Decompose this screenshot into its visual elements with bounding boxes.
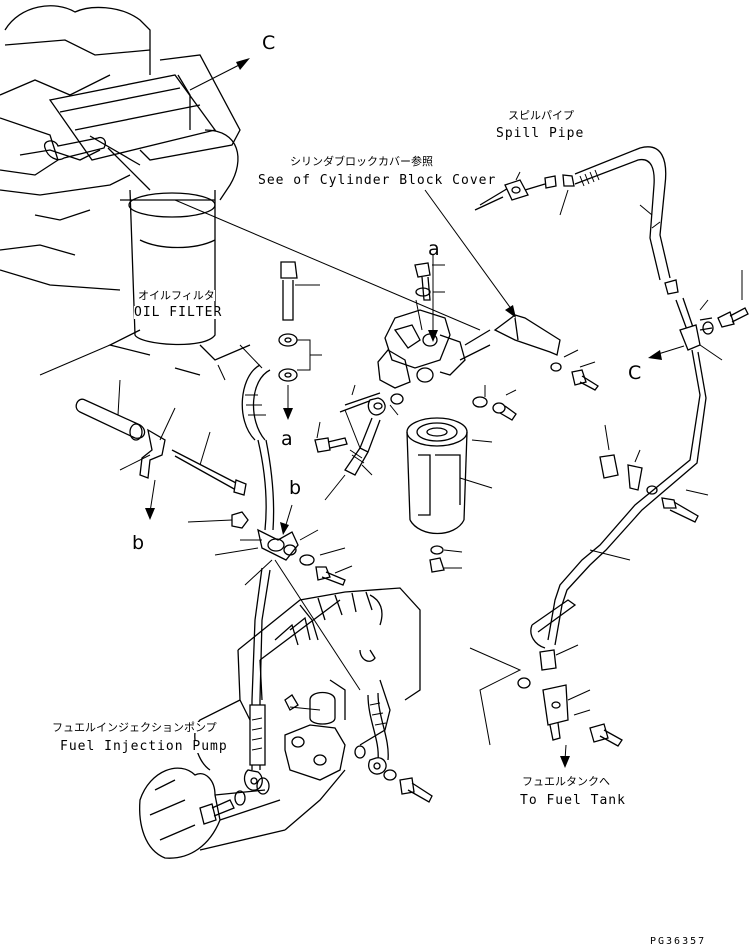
leader-line	[469, 647, 522, 746]
pump-label-en: Fuel Injection Pump	[60, 739, 228, 754]
bolt-center	[314, 421, 348, 453]
joint-b	[214, 504, 319, 586]
ref-a-bottom: a	[281, 428, 293, 450]
oil-filter-label-en: OIL FILTER	[134, 305, 223, 320]
oil-filter-label-jp: オイルフィルタ	[138, 289, 215, 302]
fuel-hose-left	[239, 344, 275, 531]
bolt-filter-right	[472, 385, 517, 421]
pump-label-jp: フュエルインジェクションポンプ	[52, 721, 217, 734]
cylinder-cover-label-jp: シリンダブロックカバー参照	[290, 155, 433, 168]
bolt-filter-head-top	[414, 255, 445, 342]
bolt-small-mid	[299, 547, 353, 586]
fuel-pipe-to-pump	[199, 567, 271, 825]
cylinder-cover-label-en: See of Cylinder Block Cover	[258, 173, 497, 188]
fuel-filter-element	[406, 417, 493, 534]
leader-line	[174, 199, 481, 331]
fuel-tank-fitting	[517, 599, 623, 768]
ref-b-mid: b	[289, 477, 302, 499]
long-bolt	[171, 431, 247, 496]
cover-bracket	[424, 189, 599, 391]
engine-block	[0, 5, 241, 291]
filter-head	[377, 309, 491, 416]
ref-c-right: C	[628, 362, 642, 384]
leader-line	[39, 344, 111, 376]
ref-b-left: b	[132, 532, 145, 554]
washers-upper	[278, 333, 322, 420]
spill-pipe-label-en: Spill Pipe	[496, 126, 585, 141]
drain-plug	[429, 545, 463, 573]
drawing-code: PG36357	[650, 936, 707, 947]
ref-a-top: a	[428, 238, 440, 260]
oil-filter-part	[108, 189, 251, 381]
spill-pipe-assembly	[474, 146, 671, 281]
spill-connector-c	[648, 270, 749, 361]
leader-line	[324, 474, 346, 501]
spacer-tube	[75, 379, 146, 441]
spill-pipe-label-jp: スピルパイプ	[508, 109, 574, 122]
support-bracket	[339, 384, 386, 476]
ref-c-top: C	[262, 32, 276, 54]
return-line	[547, 349, 709, 646]
fuel-hose-right	[354, 692, 433, 803]
fuel-tank-label-en: To Fuel Tank	[520, 793, 626, 808]
fuel-tank-label-jp: フュエルタンクへ	[522, 775, 610, 788]
leader-line	[274, 559, 361, 691]
bracket-clip	[119, 407, 176, 520]
banjo-bolt-upper	[280, 261, 320, 321]
callout-c-top	[189, 58, 250, 91]
nut-small	[187, 511, 249, 529]
